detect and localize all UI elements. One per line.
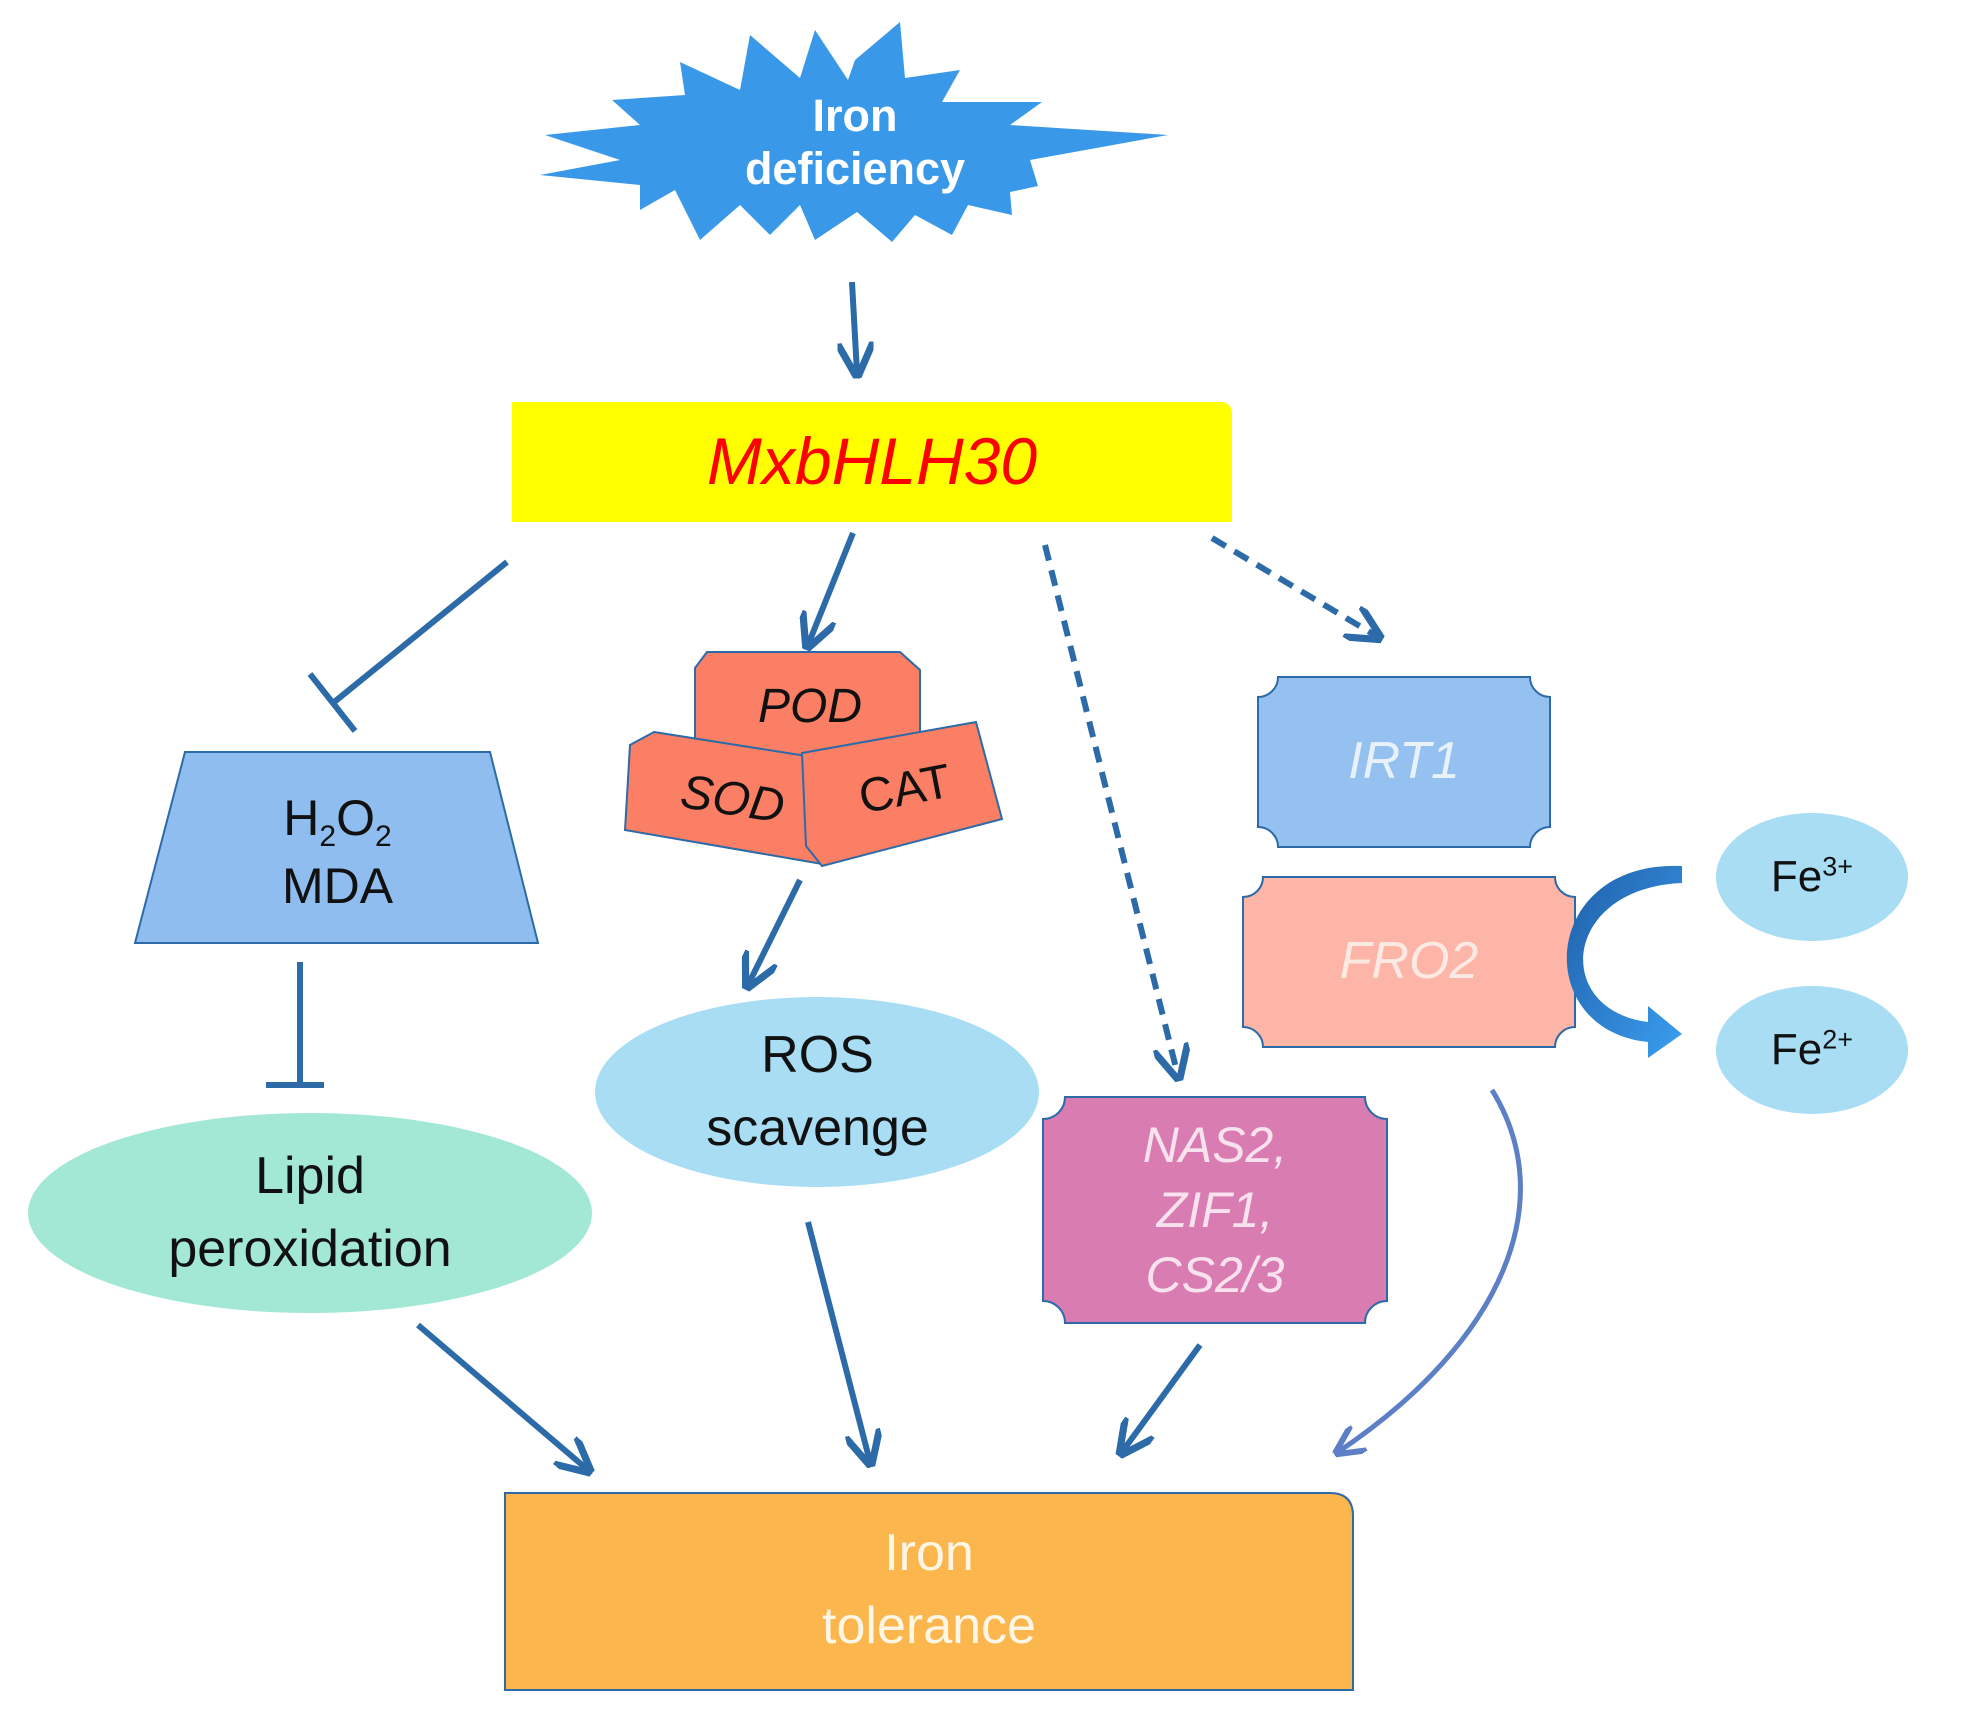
- inhibit-h2o2-to-lipid: [266, 962, 324, 1088]
- fe3-ellipse: [1716, 813, 1908, 941]
- arrow-deficiency-to-mxbhlh30: [852, 281, 857, 373]
- cat-box: [800, 720, 1004, 868]
- dashed-arrow-mxbhlh30-to-nas: [1042, 544, 1178, 1076]
- nas-plaque: [1042, 1096, 1388, 1324]
- arrow-nas-to-tolerance: [1122, 1343, 1203, 1452]
- h2o2-formula: H2O2: [283, 789, 392, 853]
- fe3-label: Fe3+: [1770, 851, 1854, 902]
- pod-label: POD: [757, 679, 862, 733]
- lipid-peroxidation-label: Lipid peroxidation: [168, 1147, 452, 1278]
- arrow-ros-to-tolerance: [805, 1221, 870, 1462]
- arrow-mxbhlh30-to-enzymes: [808, 531, 856, 645]
- mxbhlh30-box: [512, 402, 1232, 522]
- nas-label: NAS2, ZIF1, CS2/3: [1142, 1116, 1288, 1303]
- fe-conversion-arrow: [1566, 865, 1682, 1058]
- h2o2-mda-label: H2O2 MDA: [185, 772, 490, 932]
- fe2-label: Fe2+: [1770, 1024, 1854, 1075]
- irt1-label: IRT1: [1348, 732, 1460, 791]
- dashed-arrow-mxbhlh30-to-irt1: [1210, 535, 1378, 637]
- arrow-lipid-to-tolerance: [416, 1322, 588, 1470]
- fro2-label: FRO2: [1339, 932, 1479, 991]
- irt1-plaque: [1257, 676, 1551, 848]
- iron-tolerance-box: [504, 1492, 1354, 1691]
- iron-tolerance-label: Iron tolerance: [822, 1524, 1036, 1655]
- enzyme-stack: [623, 651, 1004, 868]
- ros-scavenge-label: ROS scavenge: [706, 1026, 929, 1157]
- fe2-ellipse: [1716, 986, 1908, 1114]
- h2o2-mda-trapezoid: [133, 751, 540, 944]
- fro2-plaque: [1242, 876, 1576, 1048]
- iron-deficiency-label: Iron deficiency: [744, 89, 966, 194]
- ros-scavenge-ellipse: [595, 997, 1039, 1187]
- iron-deficiency-burst: [540, 22, 1168, 242]
- curved-arrow-fro2-to-tolerance: [1338, 1088, 1523, 1452]
- arrow-enzymes-to-ros: [748, 878, 803, 985]
- lipid-peroxidation-ellipse: [28, 1113, 592, 1313]
- mda-text: MDA: [281, 858, 394, 914]
- mxbhlh30-label: MxbHLH30: [706, 424, 1038, 499]
- inhibit-mxbhlh30-to-h2o2: [307, 559, 509, 733]
